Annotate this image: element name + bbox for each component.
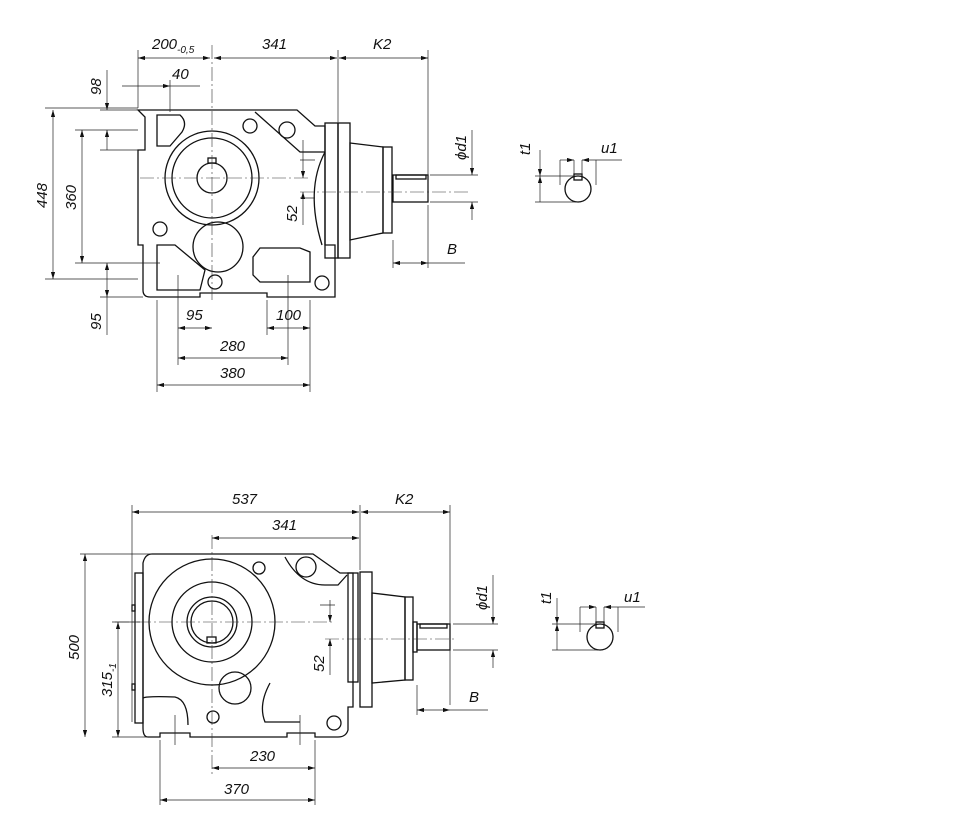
- dim-u1: u1: [601, 140, 618, 157]
- dim-u1: u1: [624, 589, 641, 606]
- dim-52: 52: [311, 655, 328, 672]
- dim-315: 315-1: [99, 663, 119, 697]
- shaft-key-detail: t1 u1: [517, 140, 622, 203]
- dim-k2: K2: [395, 491, 414, 508]
- dim-95-left: 95: [88, 313, 105, 330]
- dim-40: 40: [172, 66, 189, 83]
- dim-380: 380: [220, 365, 246, 382]
- dim-b: B: [447, 241, 457, 258]
- motor-flange: [347, 572, 359, 683]
- dim-200: 200-0,5: [151, 36, 195, 56]
- dim-d1: ϕd1: [474, 585, 491, 610]
- housing-outline: [142, 553, 354, 738]
- motor-flange: [324, 122, 339, 259]
- housing-outline: [136, 109, 336, 298]
- dim-500: 500: [66, 634, 83, 660]
- mounting-hole: [242, 118, 258, 134]
- dim-d1: ϕd1: [453, 135, 470, 160]
- dim-448: 448: [34, 182, 51, 208]
- dim-t1: t1: [517, 142, 534, 155]
- dim-370: 370: [224, 781, 250, 798]
- adapter-cone: [371, 592, 406, 684]
- top-view: 200-0,5 341 K2 40 98 448 360 95 52 ϕd1 B…: [34, 36, 622, 392]
- dim-341: 341: [262, 36, 287, 53]
- dim-360: 360: [63, 184, 80, 210]
- dim-k2: K2: [373, 36, 392, 53]
- dim-230: 230: [249, 748, 276, 765]
- bottom-view: 537 K2 341 500 315-1 52 ϕd1 B 230 370 t1…: [66, 491, 645, 805]
- dim-280: 280: [219, 338, 246, 355]
- mounting-hole: [252, 561, 266, 575]
- dim-t1: t1: [538, 591, 555, 604]
- adapter-cone: [349, 142, 384, 241]
- dim-b: B: [469, 689, 479, 706]
- dim-537: 537: [232, 491, 258, 508]
- dim-95-bottom: 95: [186, 307, 203, 324]
- dim-341: 341: [272, 517, 297, 534]
- shaft-key-detail: t1 u1: [538, 589, 645, 651]
- dim-100: 100: [276, 307, 302, 324]
- dim-52: 52: [284, 205, 301, 222]
- dim-98: 98: [88, 78, 105, 95]
